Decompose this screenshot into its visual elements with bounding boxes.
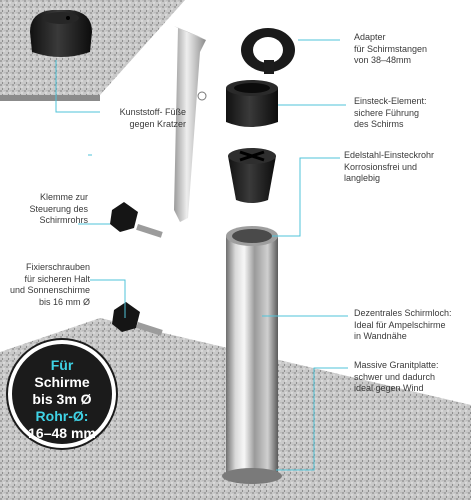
granite-corner-top (0, 0, 185, 95)
clamp-knob (110, 202, 163, 238)
label-granite: Massive Granitplatte: schwer und dadurch… (354, 360, 439, 393)
callout-lines (55, 39, 348, 471)
fixing-screw (112, 302, 163, 336)
badge-line5: 16–48 mm (28, 425, 96, 441)
label-insert: Einsteck-Element: sichere Führung des Sc… (354, 96, 427, 129)
label-hole: Dezentrales Schirmloch: Ideal für Ampels… (354, 308, 452, 341)
tube-insert (228, 148, 276, 203)
insert-element (226, 80, 278, 127)
badge-line2: Schirme (34, 374, 90, 390)
label-feet: Kunststoff- Füße gegen Kratzer (119, 107, 186, 129)
steel-clamp-plate (174, 26, 207, 222)
badge-line4: Rohr-Ø: (35, 408, 89, 424)
size-badge: Für Schirme bis 3m Ø Rohr-Ø: 16–48 mm (8, 340, 116, 448)
plastic-foot (30, 10, 92, 57)
adapter-ring (241, 28, 295, 74)
badge-line3: bis 3m Ø (32, 391, 92, 407)
label-screws: Fixierschrauben für sicheren Halt und So… (9, 262, 90, 307)
label-adapter: Adapter für Schirmstangen von 38–48mm (354, 32, 428, 65)
badge-line1: Für (50, 357, 74, 373)
steel-tube (222, 226, 282, 484)
label-clamp: Klemme zur Steuerung des Schirmrohrs (29, 192, 88, 225)
label-tube: Edelstahl-Einsteckrohr Korrosionsfrei un… (344, 150, 435, 183)
